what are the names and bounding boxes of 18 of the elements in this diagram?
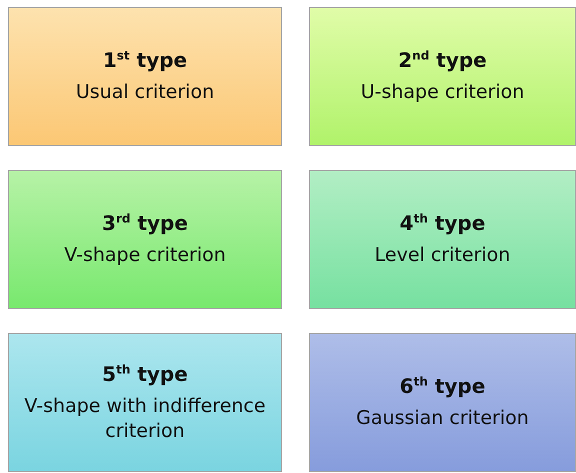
- criterion-card: [8, 7, 282, 146]
- type-heading: 1$^{st}$ type: [102, 48, 188, 72]
- type-heading: 6$^{th}$ type: [400, 374, 486, 398]
- criterion-card: [309, 7, 576, 146]
- criterion-name: V-shape with indifference criterion: [23, 394, 267, 444]
- criterion-card: [8, 333, 282, 472]
- criterion-name: V-shape criterion: [64, 243, 226, 268]
- criterion-name: Gaussian criterion: [356, 406, 529, 431]
- criterion-name: U-shape criterion: [360, 80, 524, 105]
- criterion-card: [309, 333, 576, 472]
- type-heading: 3$^{rd}$ type: [102, 211, 188, 236]
- type-heading: 4$^{th}$ type: [400, 211, 486, 236]
- criterion-card: [309, 170, 576, 309]
- type-heading: 5$^{th}$ type: [102, 362, 188, 386]
- criterion-name: Usual criterion: [76, 80, 214, 105]
- criterion-card: [8, 170, 282, 309]
- type-heading: 2$^{nd}$ type: [398, 48, 487, 72]
- criterion-name: Level criterion: [374, 243, 510, 268]
